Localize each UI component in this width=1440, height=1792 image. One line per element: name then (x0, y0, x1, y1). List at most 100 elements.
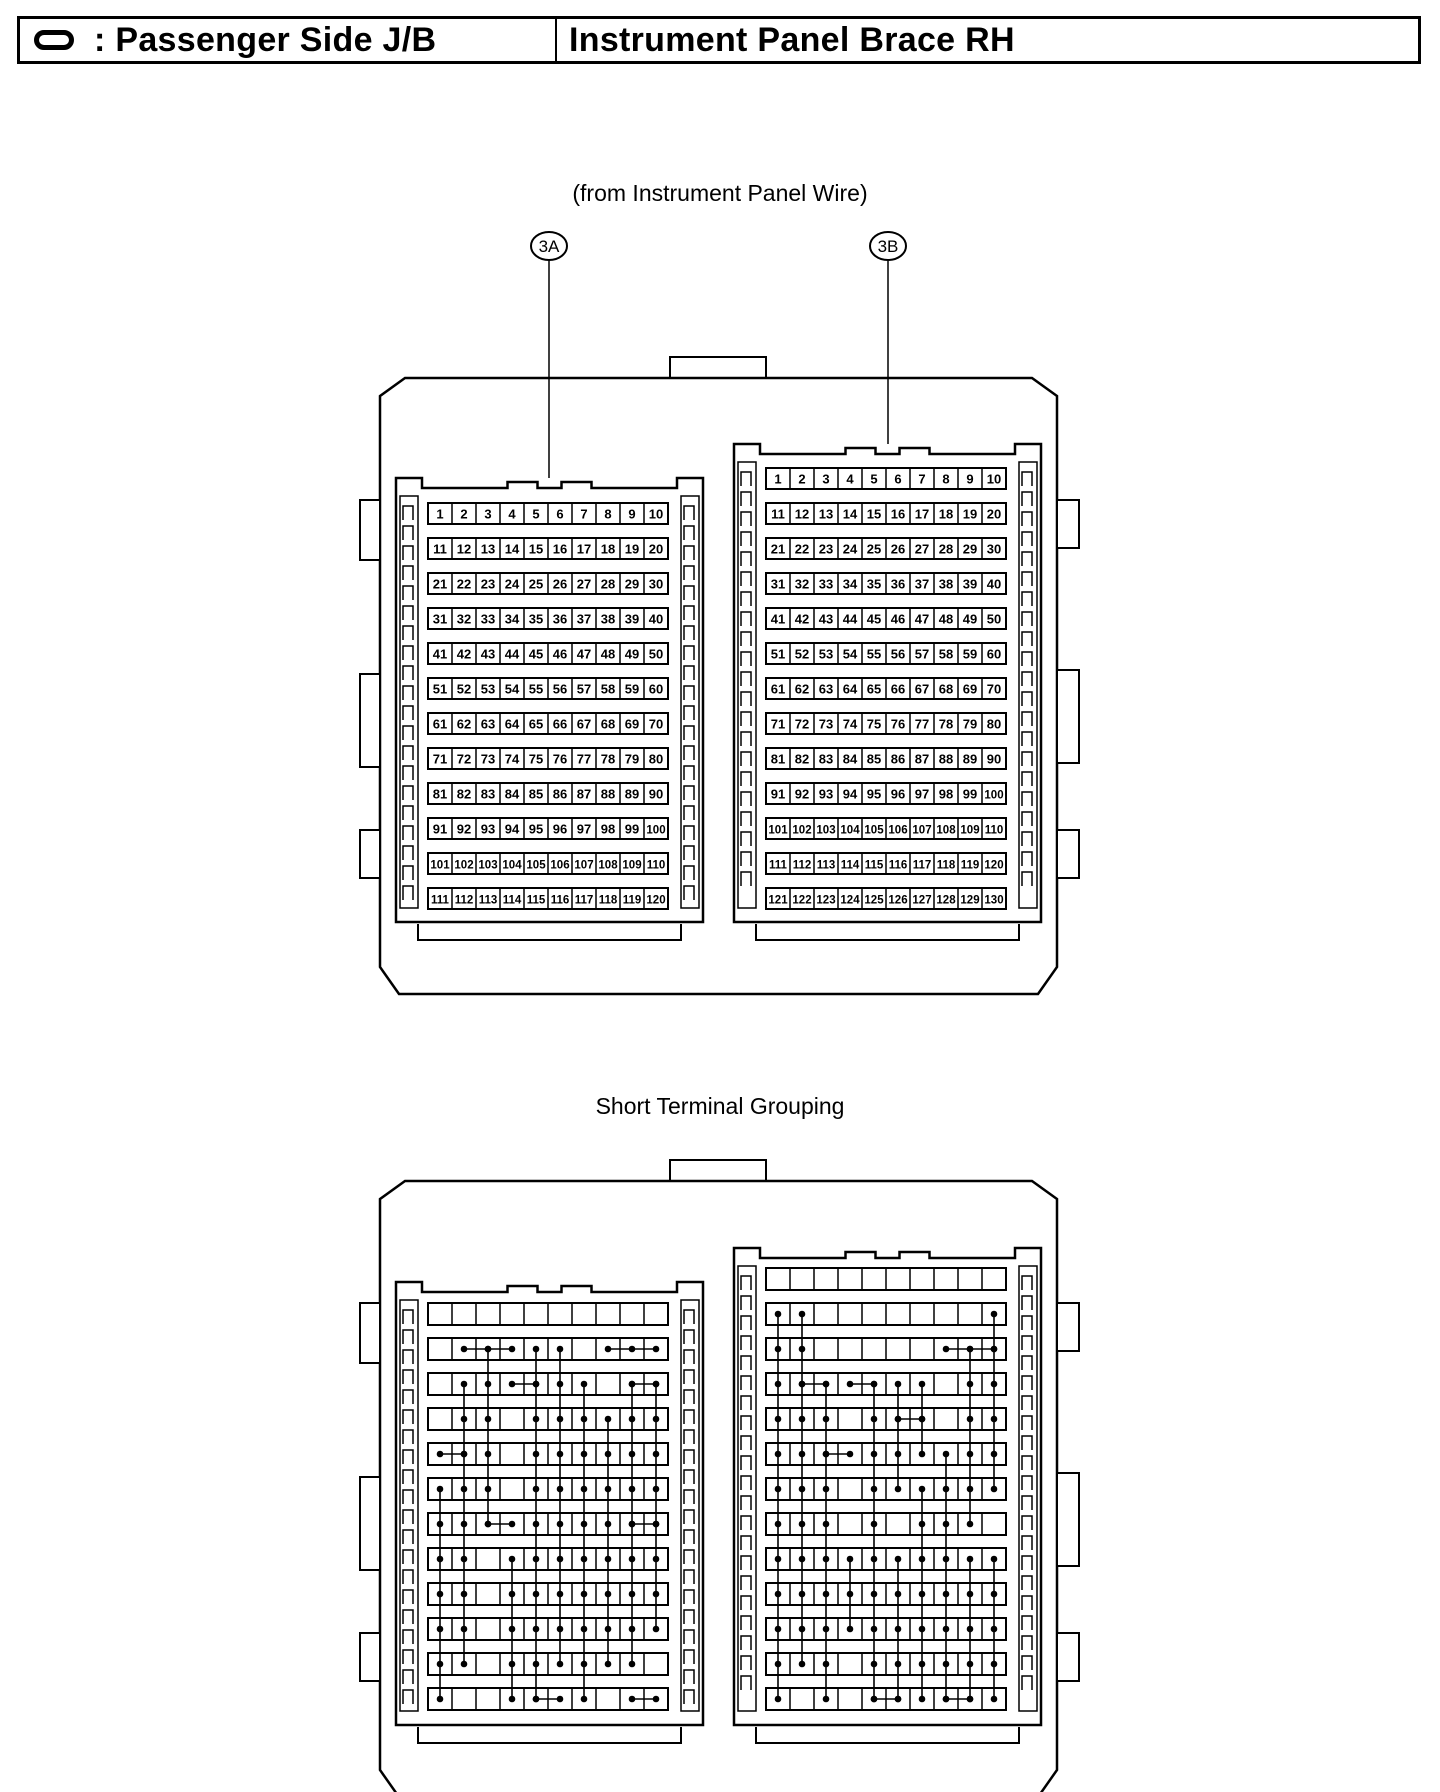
housing-side-tab (359, 1302, 381, 1364)
short-dot (822, 1380, 830, 1388)
terminal-number: 85 (867, 752, 881, 767)
terminal-number: 56 (553, 682, 567, 697)
housing-side-tab (1056, 829, 1080, 879)
latch-clip (683, 1569, 695, 1584)
latch-clip (683, 545, 695, 560)
short-dot (870, 1415, 878, 1423)
latch-clip (402, 845, 414, 860)
short-dot (846, 1555, 854, 1563)
terminal-number: 9 (628, 507, 635, 522)
short-dot (894, 1485, 902, 1493)
terminal-number: 90 (649, 787, 663, 802)
short-dot (966, 1660, 974, 1668)
terminal-number: 19 (625, 542, 639, 557)
short-dot (436, 1520, 444, 1528)
terminal-number: 41 (771, 612, 785, 627)
terminal-number: 84 (843, 752, 858, 767)
short-dot (460, 1520, 468, 1528)
short-dot (990, 1415, 998, 1423)
short-dot (508, 1695, 516, 1703)
terminal-number: 6 (894, 472, 901, 487)
short-dot (532, 1590, 540, 1598)
terminal-number: 13 (819, 507, 833, 522)
short-dot (798, 1520, 806, 1528)
terminal-number: 99 (625, 822, 639, 837)
terminal-number: 93 (819, 787, 833, 802)
short-dot (942, 1555, 950, 1563)
short-dot (460, 1555, 468, 1563)
short-dot (990, 1695, 998, 1703)
terminal-number: 92 (457, 822, 471, 837)
terminal-number: 79 (963, 717, 977, 732)
short-dot (436, 1450, 444, 1458)
terminal-number: 6 (556, 507, 563, 522)
latch-clip (402, 1689, 414, 1704)
short-dot (484, 1450, 492, 1458)
latch-clip (683, 1489, 695, 1504)
latch-clip (683, 725, 695, 740)
terminal-number: 34 (843, 577, 858, 592)
short-dot (628, 1415, 636, 1423)
latch-clip (740, 1295, 752, 1310)
short-dot (436, 1660, 444, 1668)
header-right-cell: Instrument Panel Brace RH (557, 19, 1418, 61)
latch-clip (1021, 1355, 1033, 1370)
location-name: Instrument Panel Brace RH (569, 20, 1015, 59)
short-dot (532, 1660, 540, 1668)
terminal-number: 110 (647, 860, 666, 872)
terminal-number: 35 (867, 577, 881, 592)
short-dot (774, 1520, 782, 1528)
latch-clip (1021, 1675, 1033, 1690)
short-dot (436, 1555, 444, 1563)
latch-clip (740, 1315, 752, 1330)
short-dot (628, 1590, 636, 1598)
short-dot (532, 1555, 540, 1563)
connector-callout-3A: 3A (530, 231, 568, 478)
latch-clip (1021, 1475, 1033, 1490)
short-dot (628, 1625, 636, 1633)
latch-clip (402, 565, 414, 580)
latch-clip (740, 611, 752, 626)
terminal-number: 97 (915, 787, 929, 802)
terminal-number: 2 (798, 472, 805, 487)
terminal-number: 95 (867, 787, 881, 802)
short-dot (918, 1660, 926, 1668)
terminal-number: 114 (841, 860, 860, 872)
latch-clip (740, 1335, 752, 1350)
short-dot (774, 1380, 782, 1388)
terminal-number: 98 (939, 787, 953, 802)
latch-clip (402, 545, 414, 560)
terminal-number: 87 (915, 752, 929, 767)
terminal-number: 44 (843, 612, 858, 627)
latch-clip (683, 865, 695, 880)
short-dot (774, 1695, 782, 1703)
latch-clip (1021, 1495, 1033, 1510)
short-dot (460, 1660, 468, 1668)
terminal-number: 66 (553, 717, 567, 732)
latch-clip (1021, 531, 1033, 546)
short-dot (798, 1380, 806, 1388)
latch-clip (402, 665, 414, 680)
terminal-number: 116 (889, 860, 908, 872)
latch-clip (740, 751, 752, 766)
terminal-number: 79 (625, 752, 639, 767)
short-dot (604, 1555, 612, 1563)
short-dot (628, 1345, 636, 1353)
terminal-number: 26 (891, 542, 905, 557)
latch-clip (1021, 1295, 1033, 1310)
terminal-number: 82 (795, 752, 809, 767)
terminal-number: 83 (481, 787, 495, 802)
short-dot (652, 1555, 660, 1563)
short-dot (942, 1590, 950, 1598)
latch-clip (402, 865, 414, 880)
short-dot (532, 1415, 540, 1423)
short-dot (532, 1695, 540, 1703)
latch-clip (1021, 1415, 1033, 1430)
terminal-number: 67 (915, 682, 929, 697)
latch-clip (1021, 571, 1033, 586)
latch-clip (402, 745, 414, 760)
terminal-number: 29 (963, 542, 977, 557)
latch-clip (402, 1629, 414, 1644)
latch-clip (1021, 1655, 1033, 1670)
terminal-number: 19 (963, 507, 977, 522)
